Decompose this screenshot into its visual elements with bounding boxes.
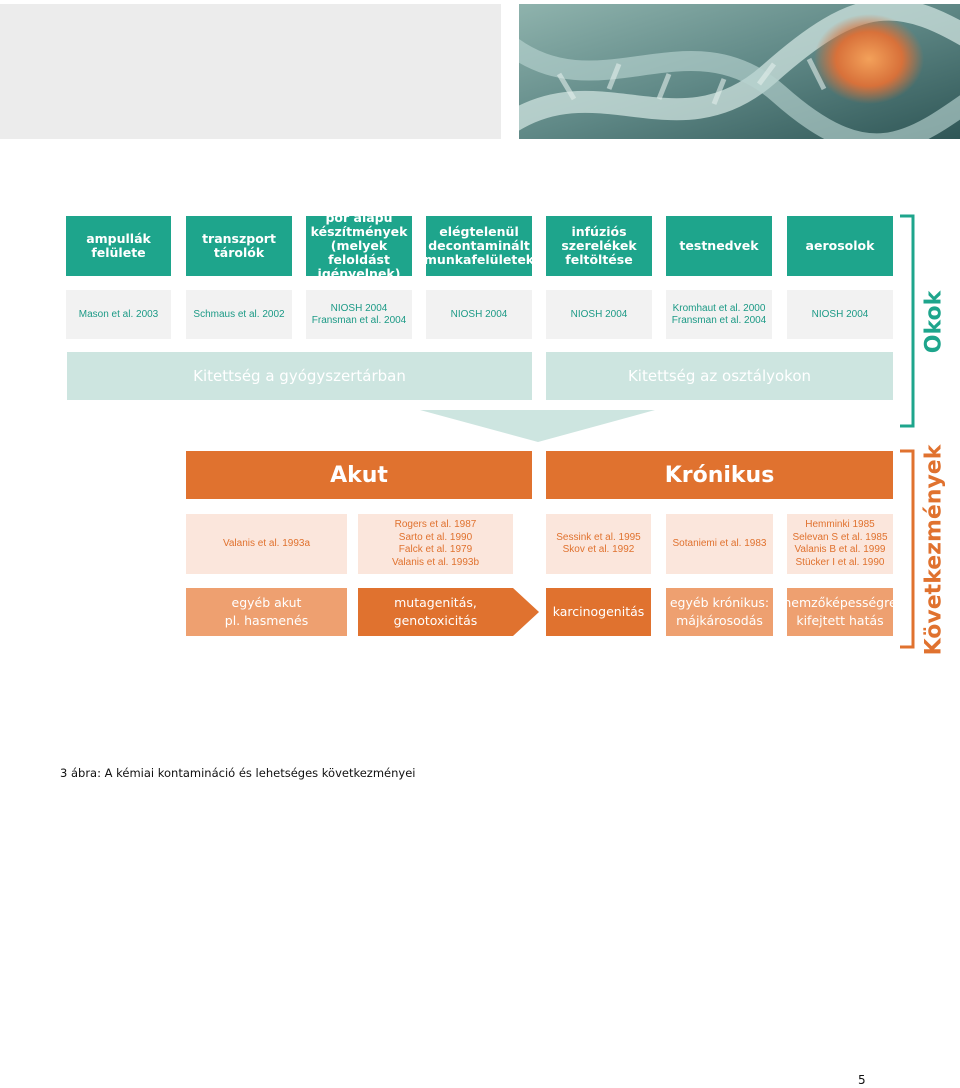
source-ref-4: NIOSH 2004: [426, 290, 532, 339]
source-ref-5: NIOSH 2004: [546, 290, 652, 339]
effect-ref-mutagenicity: Rogers et al. 1987 Sarto et al. 1990 Fal…: [358, 514, 513, 574]
acute-header: Akut: [186, 451, 532, 499]
source-transzport: transzport tárolók: [186, 216, 292, 276]
consequences-bracket-icon: [900, 449, 915, 649]
funnel-arrow-icon: [420, 410, 655, 442]
outcome-fertility: nemzőképességre kifejtett hatás: [783, 588, 897, 636]
source-ampullak: ampullák felülete: [66, 216, 171, 276]
effect-ref-liver: Sotaniemi et al. 1983: [666, 514, 773, 574]
source-por-alapu: por alapú készítmények (melyek feloldást…: [306, 211, 412, 281]
source-aerosolok: aerosolok: [787, 216, 893, 276]
exposure-pharmacy-band: Kitettség a gyógyszertárban: [67, 352, 532, 400]
chronic-header: Krónikus: [546, 451, 893, 499]
header-gray-panel: [0, 4, 501, 139]
source-ref-7: NIOSH 2004: [787, 290, 893, 339]
dna-helix-icon: [519, 4, 960, 139]
figure-caption: 3 ábra: A kémiai kontamináció és lehetsé…: [60, 766, 416, 780]
causes-label: Okok: [921, 290, 947, 354]
causes-bracket-icon: [900, 214, 915, 428]
outcome-liver-damage: egyéb krónikus: májkárosodás: [666, 588, 773, 636]
dna-helix-image: [519, 4, 960, 139]
source-testnedvek: testnedvek: [666, 216, 772, 276]
consequences-label: Következmények: [921, 444, 947, 656]
source-ref-1: Mason et al. 2003: [66, 290, 171, 339]
arrow-right-icon: [513, 588, 539, 636]
source-ref-6: Kromhaut et al. 2000 Fransman et al. 200…: [666, 290, 772, 339]
source-ref-3: NIOSH 2004 Fransman et al. 2004: [306, 290, 412, 339]
exposure-wards-band: Kitettség az osztályokon: [546, 352, 893, 400]
effect-ref-acute-other: Valanis et al. 1993a: [186, 514, 347, 574]
effect-ref-fertility: Hemminki 1985 Selevan S et al. 1985 Vala…: [787, 514, 893, 574]
outcome-carcinogenicity: karcinogenitás: [546, 588, 651, 636]
outcome-mutagenicity: mutagenitás, genotoxicitás: [358, 588, 513, 636]
source-infuzios: infúziós szerelékek feltöltése: [546, 216, 652, 276]
source-ref-2: Schmaus et al. 2002: [186, 290, 292, 339]
source-munkafeluletek: elégtelenül decontaminált munkafelületek: [424, 216, 534, 276]
page-number: 5: [858, 1073, 866, 1087]
outcome-acute-other: egyéb akut pl. hasmenés: [186, 588, 347, 636]
effect-ref-carcinogenicity: Sessink et al. 1995 Skov et al. 1992: [546, 514, 651, 574]
